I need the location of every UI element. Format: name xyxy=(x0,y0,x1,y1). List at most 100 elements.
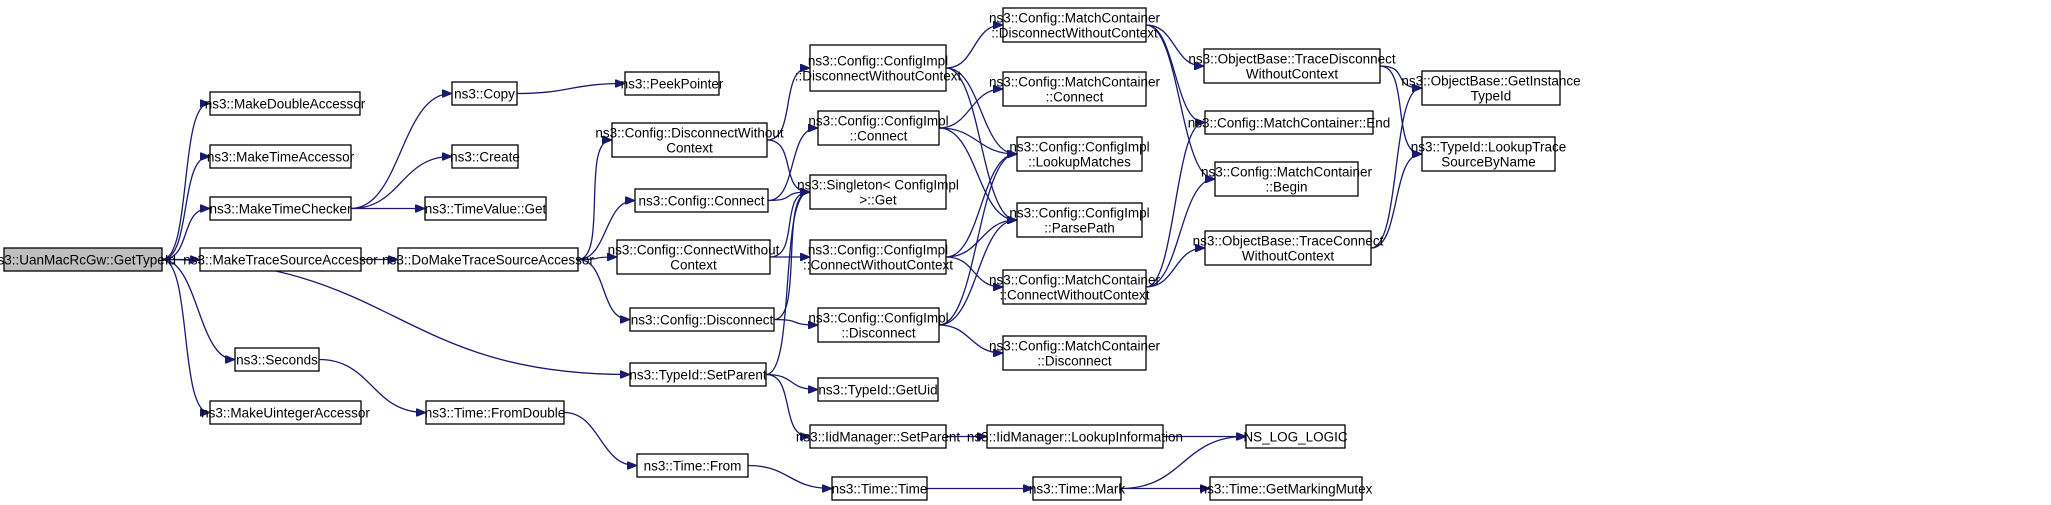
node-label: ns3::TimeValue::Get xyxy=(425,202,547,217)
node-label: ns3::Config::ConfigImpl xyxy=(1009,206,1149,221)
node-lookup-info[interactable]: ns3::IidManager::LookupInformation xyxy=(967,424,1183,449)
node-label: ns3::Config::ConfigImpl xyxy=(808,311,948,326)
edge-copy-to-peek xyxy=(516,84,624,95)
node-iid-set-parent[interactable]: ns3::IidManager::SetParent xyxy=(796,424,961,449)
node-box xyxy=(809,239,947,275)
node-box xyxy=(451,81,518,106)
node-label: Context xyxy=(670,258,717,273)
node-box xyxy=(1421,136,1556,172)
node-label: ns3::ObjectBase::GetInstance xyxy=(1401,74,1580,89)
node-mc-disc[interactable]: ns3::Config::MatchContainer::Disconnect xyxy=(989,335,1161,371)
node-set-parent[interactable]: ns3::TypeId::SetParent xyxy=(629,362,767,387)
node-box xyxy=(1421,70,1561,106)
node-mk-time-acc[interactable]: ns3::MakeTimeAccessor xyxy=(207,144,355,169)
node-label: ns3::Copy xyxy=(454,87,515,102)
node-box xyxy=(209,144,352,169)
edge-root-to-mk-time-acc xyxy=(161,157,209,261)
node-label: ns3::ObjectBase::TraceDisconnect xyxy=(1188,52,1396,67)
node-ob-trace-conn[interactable]: ns3::ObjectBase::TraceConnectWithoutCont… xyxy=(1193,230,1384,266)
node-lookup-matches[interactable]: ns3::Config::ConfigImpl::LookupMatches xyxy=(1009,136,1150,172)
node-mc-conn-wo[interactable]: ns3::Config::MatchContainer::ConnectWith… xyxy=(989,269,1161,305)
edge-do-make-to-cfg-disc xyxy=(577,258,629,320)
node-time-from[interactable]: ns3::Time::From xyxy=(636,453,749,478)
node-box xyxy=(817,307,940,343)
node-impl-connect[interactable]: ns3::Config::ConfigImpl::Connect xyxy=(808,110,949,146)
edge-root-to-mk-uint xyxy=(161,258,209,413)
node-ns-log[interactable]: NS_LOG_LOGIC xyxy=(1243,424,1348,449)
node-label: SourceByName xyxy=(1441,155,1536,170)
node-label: ns3::MakeTraceSourceAccessor xyxy=(183,253,378,268)
node-impl-conn-wo[interactable]: ns3::Config::ConfigImpl::ConnectWithoutC… xyxy=(803,239,953,275)
node-copy[interactable]: ns3::Copy xyxy=(451,81,518,106)
node-box xyxy=(1016,136,1143,172)
node-cfg-connect[interactable]: ns3::Config::Connect xyxy=(634,188,769,213)
edges xyxy=(161,25,1421,489)
node-label: ::Disconnect xyxy=(1037,354,1112,369)
node-label: ::ParsePath xyxy=(1044,221,1115,236)
node-mk-double[interactable]: ns3::MakeDoubleAccessor xyxy=(205,91,366,116)
node-cfg-disc-wo[interactable]: ns3::Config::DisconnectWithoutContext xyxy=(595,122,784,158)
edge-mk-time-chk-to-copy xyxy=(350,94,451,210)
node-label: ns3::UanMacRcGw::GetTypeId xyxy=(0,253,176,268)
edge-mk-time-chk-to-create xyxy=(350,157,451,210)
node-box xyxy=(397,247,579,272)
edge-root-to-set-parent xyxy=(161,258,629,375)
node-tv-get[interactable]: ns3::TimeValue::Get xyxy=(424,196,547,221)
node-label: ns3::Create xyxy=(450,150,520,165)
node-cfg-conn-wo[interactable]: ns3::Config::ConnectWithoutContext xyxy=(608,239,780,275)
node-do-make[interactable]: ns3::DoMakeTraceSourceAccessor xyxy=(382,247,594,272)
edge-impl-connect-to-mc-connect xyxy=(938,89,1002,129)
node-label: ns3::Config::ConfigImpl xyxy=(808,54,948,69)
node-from-double[interactable]: ns3::Time::FromDouble xyxy=(425,400,566,425)
edge-root-to-seconds xyxy=(161,258,234,360)
node-label: WithoutContext xyxy=(1242,249,1335,264)
node-parse-path[interactable]: ns3::Config::ConfigImpl::ParsePath xyxy=(1009,202,1150,238)
node-mk-trace[interactable]: ns3::MakeTraceSourceAccessor xyxy=(183,247,378,272)
node-time-time[interactable]: ns3::Time::Time xyxy=(831,476,928,501)
node-get-uid[interactable]: ns3::TypeId::GetUid xyxy=(817,377,939,402)
node-seconds[interactable]: ns3::Seconds xyxy=(234,347,320,372)
node-cfg-disc[interactable]: ns3::Config::Disconnect xyxy=(629,307,775,332)
node-peek[interactable]: ns3::PeekPointer xyxy=(621,71,724,96)
node-singleton[interactable]: ns3::Singleton< ConfigImpl>::Get xyxy=(797,174,959,210)
node-label: ns3::IidManager::LookupInformation xyxy=(967,430,1183,445)
edge-ob-trace-conn-to-lookup-trace xyxy=(1370,154,1421,249)
node-impl-disc[interactable]: ns3::Config::ConfigImpl::Disconnect xyxy=(808,307,949,343)
node-label: ns3::ObjectBase::TraceConnect xyxy=(1193,234,1384,249)
node-box xyxy=(986,424,1164,449)
edge-set-parent-to-singleton xyxy=(765,192,809,376)
node-label: ns3::MakeTimeAccessor xyxy=(207,150,355,165)
node-box xyxy=(624,71,720,96)
node-box xyxy=(1204,110,1374,135)
node-box xyxy=(234,347,320,372)
node-impl-disc-wo[interactable]: ns3::Config::ConfigImpl::DisconnectWitho… xyxy=(795,44,962,92)
node-mc-begin[interactable]: ns3::Config::MatchContainer::Begin xyxy=(1201,161,1373,197)
node-label: ::Begin xyxy=(1265,180,1307,195)
node-mc-end[interactable]: ns3::Config::MatchContainer::End xyxy=(1188,110,1391,135)
node-box xyxy=(1032,476,1122,501)
edge-impl-conn-wo-to-parse-path xyxy=(945,220,1016,258)
node-label: ::DisconnectWithoutContext xyxy=(991,26,1158,41)
node-get-mutex[interactable]: ns3::Time::GetMarkingMutex xyxy=(1200,476,1373,501)
node-time-mark[interactable]: ns3::Time::Mark xyxy=(1029,476,1126,501)
node-mk-uint[interactable]: ns3::MakeUintegerAccessor xyxy=(201,400,370,425)
edge-root-to-mk-double xyxy=(161,104,209,261)
node-mk-time-chk[interactable]: ns3::MakeTimeChecker xyxy=(209,196,352,221)
node-label: ns3::MakeDoubleAccessor xyxy=(205,97,366,112)
node-create[interactable]: ns3::Create xyxy=(450,144,520,169)
node-mc-disc-wo[interactable]: ns3::Config::MatchContainer::DisconnectW… xyxy=(989,7,1161,43)
node-label: ns3::TypeId::GetUid xyxy=(818,383,937,398)
node-box xyxy=(1002,71,1147,107)
edge-mc-conn-wo-to-ob-trace-conn xyxy=(1145,248,1204,288)
node-label: ::Disconnect xyxy=(841,326,916,341)
node-mc-connect[interactable]: ns3::Config::MatchContainer::Connect xyxy=(989,71,1161,107)
node-ob-trace-disc[interactable]: ns3::ObjectBase::TraceDisconnectWithoutC… xyxy=(1188,48,1396,84)
node-label: ns3::Config::MatchContainer xyxy=(989,11,1161,26)
node-root[interactable]: ns3::UanMacRcGw::GetTypeId xyxy=(0,247,176,272)
node-box xyxy=(809,174,947,210)
node-label: ns3::Config::ConnectWithout xyxy=(608,243,780,258)
edge-cfg-disc-to-impl-disc xyxy=(773,318,817,326)
